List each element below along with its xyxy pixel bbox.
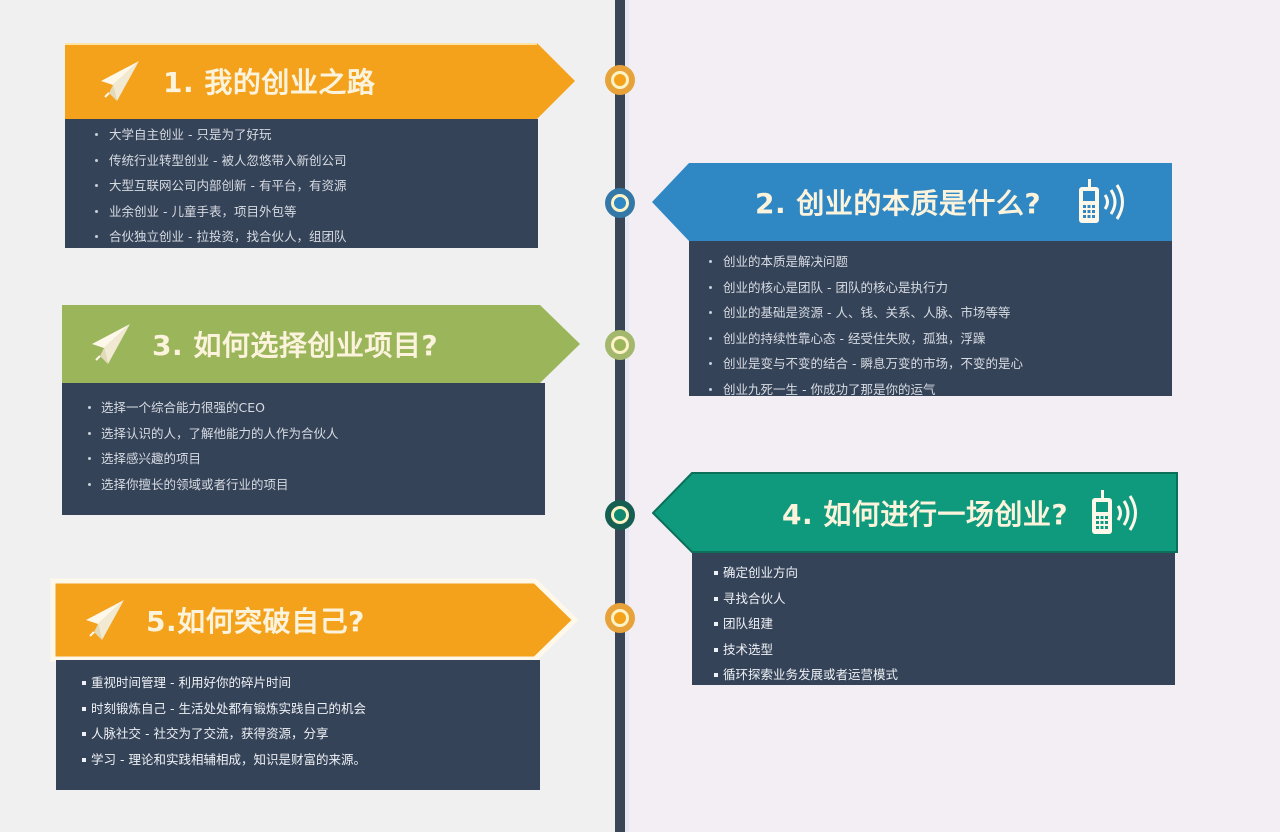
list-item: 人脉社交 - 社交为了交流，获得资源，分享 <box>82 721 540 747</box>
bullet-icon <box>714 647 718 652</box>
header-banner-2-shape <box>652 163 1172 241</box>
list-item: 重视时间管理 - 利用好你的碎片时间 <box>82 670 540 696</box>
bullet-icon <box>95 158 98 162</box>
section-header-4: 4. 如何进行一场创业? <box>782 473 1142 553</box>
paper-plane-icon <box>86 600 124 640</box>
list-item: 创业九死一生 - 你成功了那是你的运气 <box>709 377 1172 403</box>
list-item: 选择你擅长的领域或者行业的项目 <box>88 472 545 498</box>
list-item: 寻找合伙人 <box>714 586 1175 612</box>
bullet-icon <box>709 311 712 314</box>
list-item: 选择一个综合能力很强的CEO <box>88 395 545 421</box>
bullet-icon <box>714 622 718 626</box>
timeline-node-2 <box>605 188 635 218</box>
list-item: 选择感兴趣的项目 <box>88 446 545 472</box>
section-body-3: 选择一个综合能力很强的CEO 选择认识的人，了解他能力的人作为合伙人 选择感兴趣… <box>62 383 545 515</box>
bullet-icon <box>95 235 98 238</box>
paper-plane-icon <box>92 324 130 364</box>
bullet-icon <box>709 336 712 340</box>
bullet-icon <box>709 362 712 365</box>
section-title-3: 3. 如何选择创业项目? <box>152 329 439 362</box>
mobile-phone-signal-icon <box>1092 490 1138 534</box>
bullet-icon <box>82 706 86 711</box>
list-item: 大学自主创业 - 只是为了好玩 <box>95 122 538 148</box>
timeline-node-5 <box>605 603 635 633</box>
item-list-1: 大学自主创业 - 只是为了好玩 传统行业转型创业 - 被人忽悠带入新创公司 大型… <box>95 122 538 250</box>
list-item: 技术选型 <box>714 637 1175 663</box>
bullet-icon <box>82 681 86 685</box>
timeline-node-4 <box>605 500 635 530</box>
bullet-icon <box>88 406 91 409</box>
bullet-icon <box>714 596 718 601</box>
bullet-icon <box>88 431 91 435</box>
section-body-2: 创业的本质是解决问题 创业的核心是团队 - 团队的核心是执行力 创业的基础是资源… <box>689 241 1172 397</box>
section-body-4: 确定创业方向 寻找合伙人 团队组建 技术选型 循环探索业务发展或者运营模式 <box>692 553 1175 685</box>
list-item: 大型互联网公司内部创新 - 有平台，有资源 <box>95 173 538 199</box>
timeline-spine-highlight <box>625 0 629 832</box>
item-list-3: 选择一个综合能力很强的CEO 选择认识的人，了解他能力的人作为合伙人 选择感兴趣… <box>88 395 545 497</box>
bullet-icon <box>714 673 718 677</box>
bullet-icon <box>709 285 712 289</box>
section-header-5: 5.如何突破自己? <box>80 580 365 660</box>
timeline-spine <box>615 0 625 832</box>
section-title-1: 1. 我的创业之路 <box>163 66 376 99</box>
header-banner-4-shape <box>652 472 1178 553</box>
bullet-icon <box>709 260 712 263</box>
list-item: 团队组建 <box>714 611 1175 637</box>
list-item: 创业是变与不变的结合 - 瞬息万变的市场，不变的是心 <box>709 351 1172 377</box>
bullet-icon <box>82 732 86 736</box>
list-item: 合伙独立创业 - 拉投资，找合伙人，组团队 <box>95 224 538 250</box>
timeline-node-1 <box>605 65 635 95</box>
list-item: 创业的基础是资源 - 人、钱、关系、人脉、市场等等 <box>709 300 1172 326</box>
bullet-icon <box>95 133 98 136</box>
bullet-icon <box>714 571 718 575</box>
section-body-5: 重视时间管理 - 利用好你的碎片时间 时刻锻炼自己 - 生活处处都有锻炼实践自己… <box>56 660 540 790</box>
list-item: 确定创业方向 <box>714 560 1175 586</box>
paper-plane-icon <box>101 61 139 101</box>
list-item: 创业的本质是解决问题 <box>709 249 1172 275</box>
list-item: 传统行业转型创业 - 被人忽悠带入新创公司 <box>95 148 538 174</box>
list-item: 循环探索业务发展或者运营模式 <box>714 662 1175 688</box>
bullet-icon <box>95 209 98 213</box>
list-item: 学习 - 理论和实践相辅相成，知识是财富的来源。 <box>82 747 540 773</box>
bullet-icon <box>95 184 98 187</box>
bullet-icon <box>709 387 712 391</box>
list-item: 选择认识的人，了解他能力的人作为合伙人 <box>88 421 545 447</box>
timeline-node-3 <box>605 330 635 360</box>
section-title-5: 5.如何突破自己? <box>146 605 365 638</box>
item-list-5: 重视时间管理 - 利用好你的碎片时间 时刻锻炼自己 - 生活处处都有锻炼实践自己… <box>82 670 540 772</box>
item-list-4: 确定创业方向 寻找合伙人 团队组建 技术选型 循环探索业务发展或者运营模式 <box>714 560 1175 688</box>
list-item: 创业的核心是团队 - 团队的核心是执行力 <box>709 275 1172 301</box>
item-list-2: 创业的本质是解决问题 创业的核心是团队 - 团队的核心是执行力 创业的基础是资源… <box>709 249 1172 402</box>
section-title-2: 2. 创业的本质是什么? <box>755 187 1042 220</box>
section-header-2: 2. 创业的本质是什么? <box>755 163 1129 241</box>
header-banner-5-shape <box>50 578 579 662</box>
header-banner-3-shape <box>62 305 580 383</box>
list-item: 业余创业 - 儿童手表，项目外包等 <box>95 199 538 225</box>
header-banner-1-shape <box>65 43 575 119</box>
list-item: 时刻锻炼自己 - 生活处处都有锻炼实践自己的机会 <box>82 696 540 722</box>
bullet-icon <box>88 457 91 460</box>
list-item: 创业的持续性靠心态 - 经受住失败，孤独，浮躁 <box>709 326 1172 352</box>
mobile-phone-signal-icon <box>1079 179 1125 223</box>
section-body-1: 大学自主创业 - 只是为了好玩 传统行业转型创业 - 被人忽悠带入新创公司 大型… <box>65 119 538 248</box>
bullet-icon <box>82 757 86 762</box>
section-title-4: 4. 如何进行一场创业? <box>782 498 1069 531</box>
section-header-1: 1. 我的创业之路 <box>95 43 375 119</box>
right-background <box>628 0 1280 832</box>
section-header-3: 3. 如何选择创业项目? <box>86 305 438 383</box>
bullet-icon <box>88 482 91 486</box>
